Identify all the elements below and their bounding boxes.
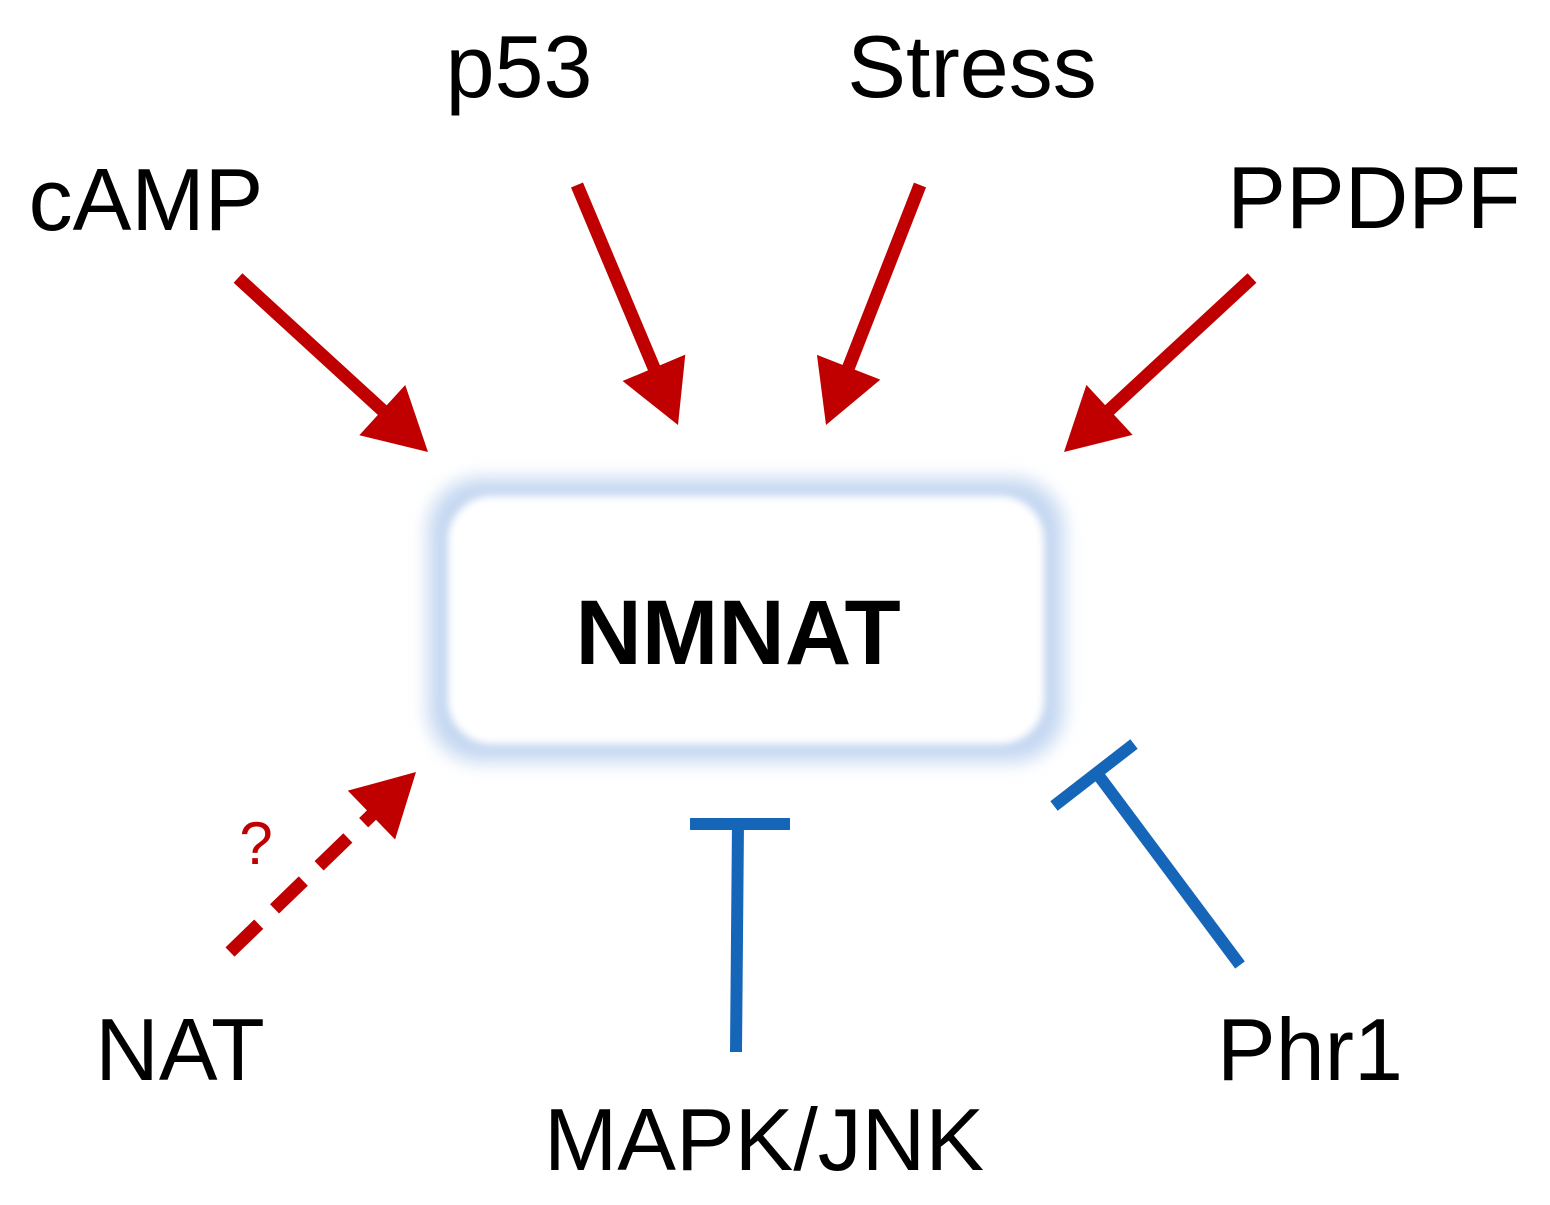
mapk-jnk-inhibition-line [730,821,744,1053]
stress-arrowhead [816,354,881,425]
camp-label: cAMP [29,150,264,249]
nmnat-label: NMNAT [575,582,900,684]
mapk-jnk-label: MAPK/JNK [544,1090,984,1189]
p53-arrowhead [622,354,686,425]
nat-label: NAT [95,1000,264,1099]
stress-label: Stress [847,17,1096,116]
nat-arrowhead [347,772,416,840]
ppdpf-arrowhead [1064,384,1133,452]
nat-activation-arrow-dashed [225,807,379,957]
ppdpf-label: PPDPF [1227,148,1520,247]
camp-activation-arrow [233,273,390,418]
phr1-inhibition-line [1091,768,1245,969]
phr1-label: Phr1 [1217,1000,1403,1099]
nat-uncertain-question-mark: ? [239,810,272,877]
p53-label: p53 [446,17,593,116]
nmnat-box: NMNAT [428,478,1064,762]
p53-activation-arrow [571,182,662,375]
stress-activation-arrow [841,182,927,374]
inhibition-lines [690,739,1245,1053]
nmnat-box-fill [448,496,1044,744]
activation-arrows [225,182,1257,957]
phr1-inhibition-bar [1050,739,1138,811]
ppdpf-activation-arrow [1102,273,1257,418]
camp-arrowhead [359,385,428,452]
